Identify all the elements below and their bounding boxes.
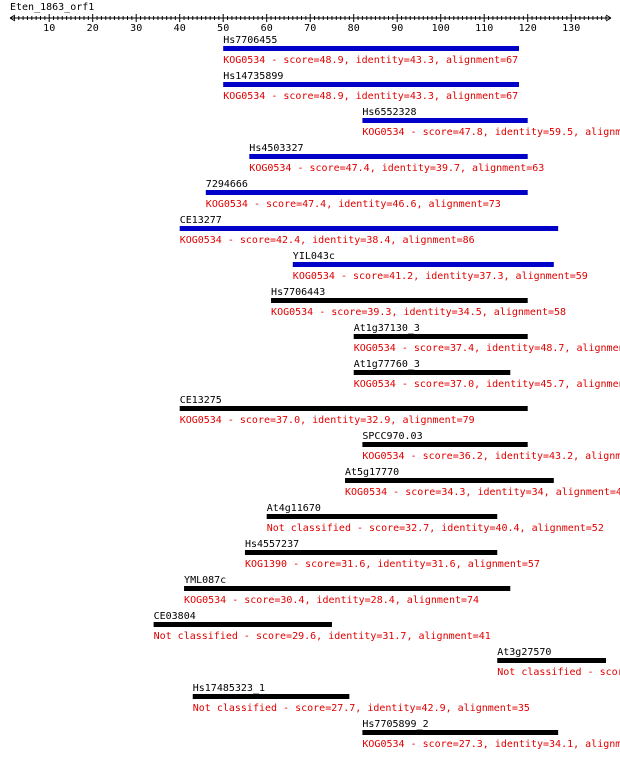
hit-description: KOG0534 - score=48.9, identity=43.3, ali… [223, 55, 518, 66]
hit-name[interactable]: CE13277 [180, 215, 222, 226]
ruler-tick-label: 120 [519, 23, 537, 34]
hit-name[interactable]: SPCC970.03 [362, 431, 422, 442]
hit-name[interactable]: Hs14735899 [223, 71, 283, 82]
hit-name[interactable]: At5g17770 [345, 467, 399, 478]
hit-bar[interactable] [153, 622, 332, 627]
hit-name[interactable]: Hs7706443 [271, 287, 325, 298]
ruler-left-arrow [9, 14, 16, 22]
hit-description: KOG1390 - score=31.6, identity=31.6, ali… [245, 559, 540, 570]
hit-bar[interactable] [362, 730, 559, 735]
hit-bar[interactable] [271, 298, 528, 303]
hit-description: KOG0534 - score=37.0, identity=32.9, ali… [180, 415, 475, 426]
hit-name[interactable]: Hs17485323_1 [193, 683, 265, 694]
hit-bar[interactable] [266, 514, 498, 519]
hit-name[interactable]: YIL043c [293, 251, 335, 262]
hit-bar-strong[interactable] [179, 226, 559, 231]
ruler-tick-label: 130 [562, 23, 580, 34]
ruler-tick-label: 60 [261, 23, 273, 34]
hit-name[interactable]: YML087c [184, 575, 226, 586]
query-name: Eten_1863_orf1 [10, 2, 94, 13]
ruler-tick-label: 10 [43, 23, 55, 34]
hit-bar[interactable] [244, 550, 498, 555]
hit-name[interactable]: CE13275 [180, 395, 222, 406]
hit-description: KOG0534 - score=37.4, identity=48.7, ali… [354, 343, 620, 354]
ruler-tick-label: 90 [391, 23, 403, 34]
hit-bar-strong[interactable] [249, 154, 528, 159]
hit-bar[interactable] [353, 370, 511, 375]
hit-name[interactable]: At1g77760_3 [354, 359, 420, 370]
ruler-tick-label: 70 [304, 23, 316, 34]
hit-description: Not classified - score=29.6, identity=31… [154, 631, 491, 642]
hit-description: KOG0534 - score=47.4, identity=46.6, ali… [206, 199, 501, 210]
ruler-tick-label: 20 [87, 23, 99, 34]
hit-description: KOG0534 - score=41.2, identity=37.3, ali… [293, 271, 588, 282]
hit-description: KOG0534 - score=47.4, identity=39.7, ali… [249, 163, 544, 174]
hit-bar[interactable] [353, 334, 528, 339]
hit-description: KOG0534 - score=42.4, identity=38.4, ali… [180, 235, 475, 246]
hit-description: KOG0534 - score=48.9, identity=43.3, ali… [223, 91, 518, 102]
hit-bar-strong[interactable] [362, 118, 528, 123]
hit-name[interactable]: Hs7706455 [223, 35, 277, 46]
hit-description: KOG0534 - score=36.2, identity=43.2, ali… [362, 451, 620, 462]
ruler-tick-label: 110 [475, 23, 493, 34]
hit-name[interactable]: At3g27570 [497, 647, 551, 658]
hit-description: Not classified - score=32.7, identity=40… [267, 523, 604, 534]
hit-description: KOG0534 - score=34.3, identity=34, align… [345, 487, 620, 498]
ruler-tick-label: 100 [432, 23, 450, 34]
ruler-tick-label: 30 [130, 23, 142, 34]
hit-description: KOG0534 - score=37.0, identity=45.7, ali… [354, 379, 620, 390]
position-ruler: 10 20 30 40 50 60 70 80 90 100 110 120 130 [9, 14, 612, 34]
hit-bar-strong[interactable] [292, 262, 554, 267]
hit-name[interactable]: Hs7705899_2 [362, 719, 428, 730]
hit-bar[interactable] [179, 406, 528, 411]
hit-name[interactable]: At4g11670 [267, 503, 321, 514]
hit-bar-strong[interactable] [205, 190, 528, 195]
hit-name[interactable]: At1g37130_3 [354, 323, 420, 334]
hit-name[interactable]: CE03804 [154, 611, 196, 622]
hit-bar[interactable] [362, 442, 528, 447]
hit-name[interactable]: Hs4503327 [249, 143, 303, 154]
ruler-tick-label: 50 [217, 23, 229, 34]
ruler-tick-label: 80 [348, 23, 360, 34]
ruler-tick-label: 40 [174, 23, 186, 34]
hit-bar-strong[interactable] [223, 82, 519, 87]
hit-description: KOG0534 - score=30.4, identity=28.4, ali… [184, 595, 479, 606]
hit-bar-strong[interactable] [223, 46, 519, 51]
hit-name[interactable]: 7294666 [206, 179, 248, 190]
hit-bar[interactable] [184, 586, 511, 591]
hit-bar[interactable] [192, 694, 350, 699]
hit-name[interactable]: Hs4557237 [245, 539, 299, 550]
ruler-right-arrow [605, 14, 612, 22]
hit-bar[interactable] [345, 478, 554, 483]
hit-description: Not classified - score=27.7, identity=42… [193, 703, 530, 714]
hit-description: KOG0534 - score=39.3, identity=34.5, ali… [271, 307, 566, 318]
hit-bar[interactable] [497, 658, 606, 663]
hit-description: Not classified - score=28.1, identity=36… [497, 667, 620, 678]
hit-description: KOG0534 - score=27.3, identity=34.1, ali… [362, 739, 620, 750]
hit-name[interactable]: Hs6552328 [362, 107, 416, 118]
hit-description: KOG0534 - score=47.8, identity=59.5, ali… [362, 127, 620, 138]
